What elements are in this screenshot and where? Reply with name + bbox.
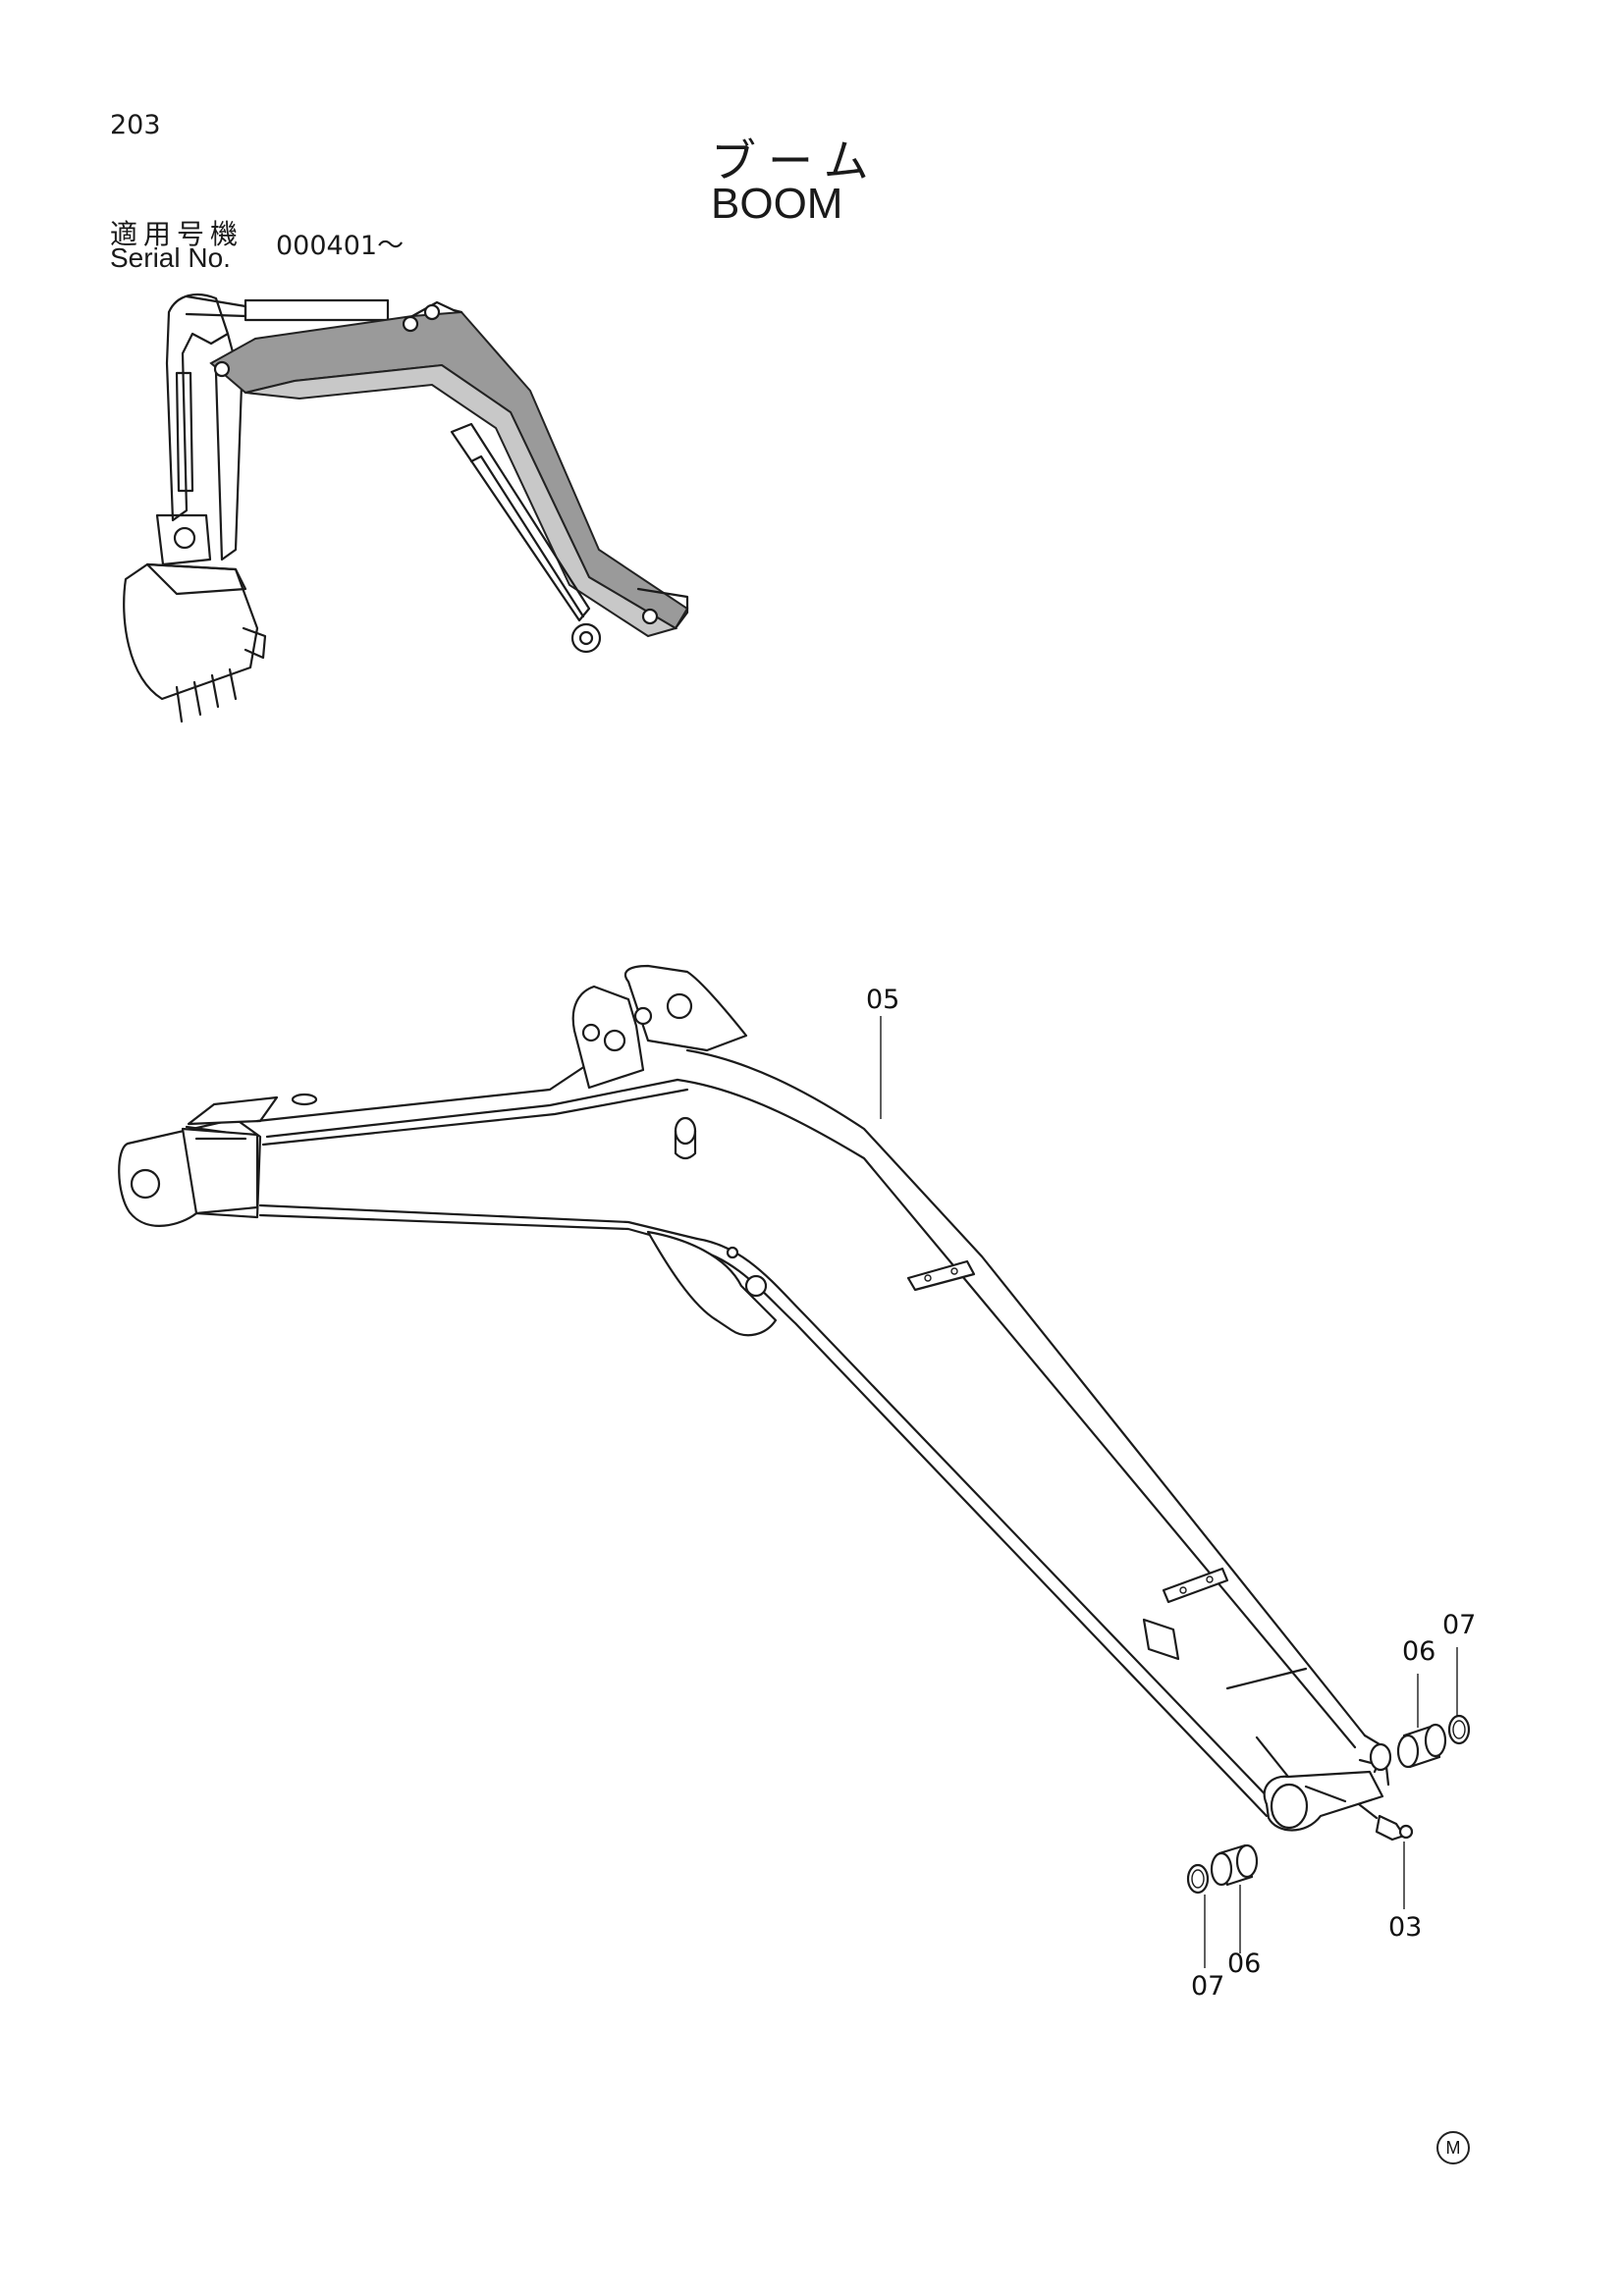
marker-symbol: M [1436,2131,1470,2164]
callout-03: 03 [1388,1912,1423,1943]
tip-hardware [1186,1714,1471,1895]
serial-number-range: 000401～ [276,231,405,261]
serial-label-japanese: 適用号機 [110,218,244,250]
callout-06: 06 [1402,1636,1436,1667]
overview-illustration [123,294,689,723]
serial-label: Serial No. [110,242,231,273]
callout-07: 07 [1191,1971,1225,2002]
callout-06: 06 [1227,1949,1262,1979]
boom-part-05 [118,964,1392,1832]
callout-07: 07 [1442,1610,1477,1640]
page-title: BOOM [711,180,843,228]
page-number: 203 [110,110,161,140]
page-title-japanese: ブーム [711,134,881,187]
callout-05: 05 [866,985,900,1015]
leader-lines [880,1016,1458,1968]
